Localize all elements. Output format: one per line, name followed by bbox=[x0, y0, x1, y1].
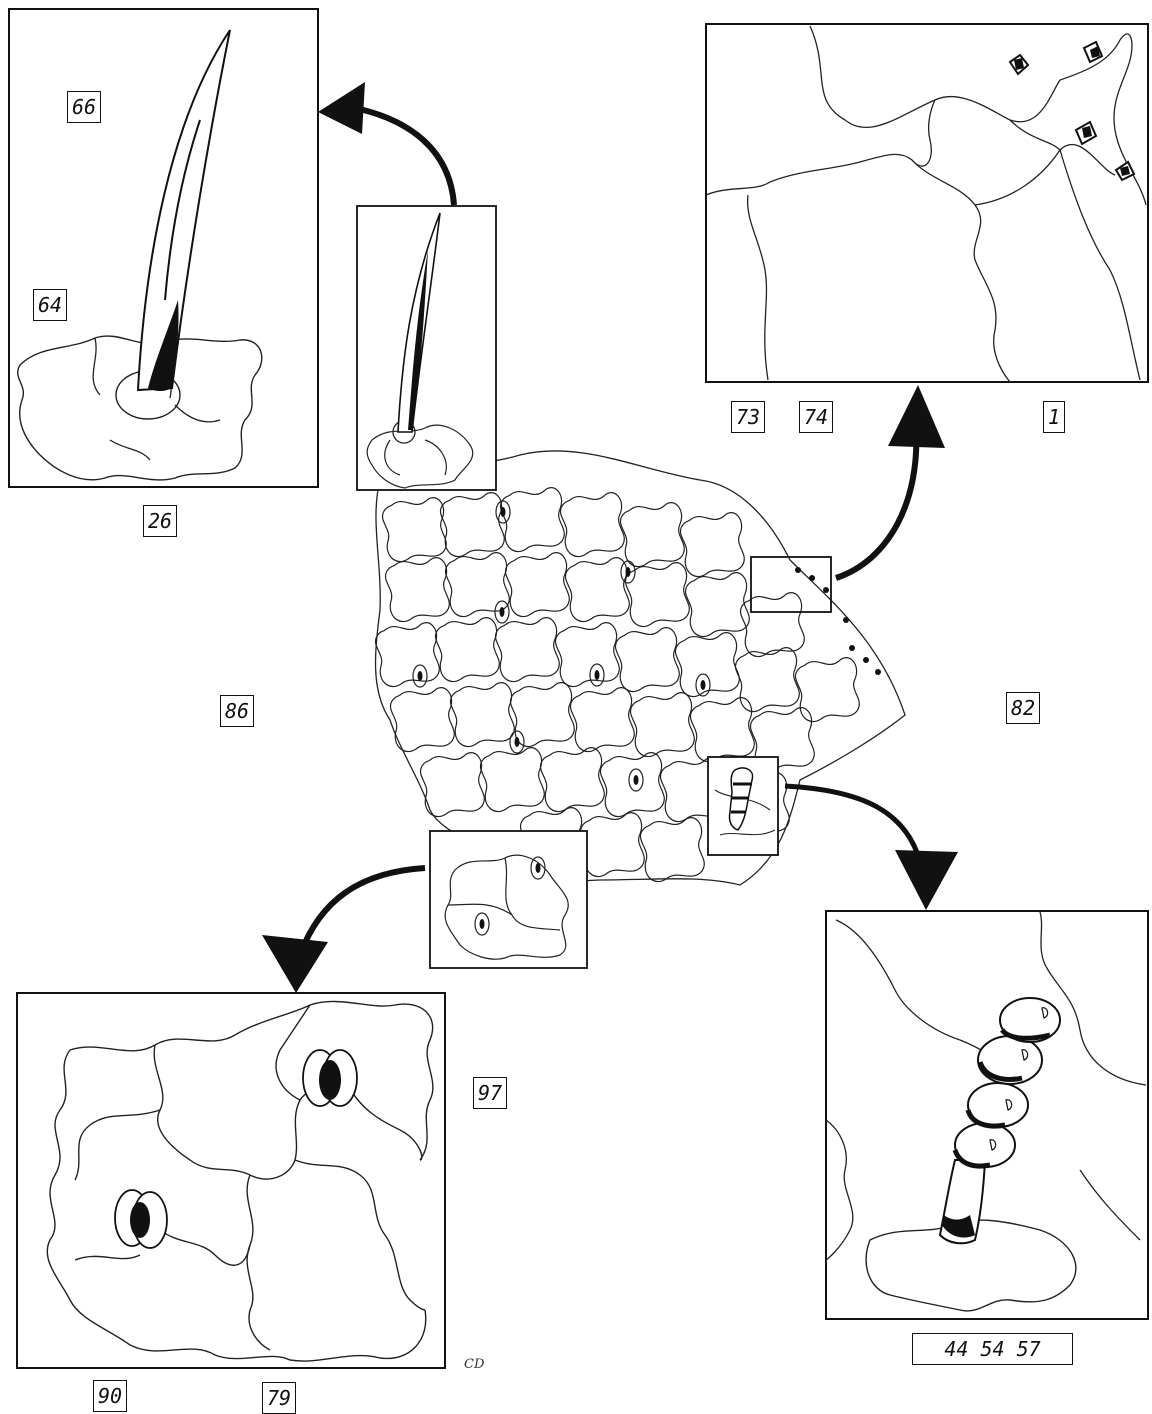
label-79: 79 bbox=[262, 1382, 297, 1414]
label-74: 74 bbox=[799, 401, 834, 433]
detail-box-crystals bbox=[750, 556, 832, 613]
panel-multicellular-hair bbox=[825, 910, 1149, 1320]
label-66: 66 bbox=[67, 91, 102, 123]
signature-mark: CD bbox=[464, 1357, 485, 1372]
panel-stomata bbox=[16, 992, 446, 1369]
stoma-large-upper bbox=[302, 1049, 358, 1107]
label-44-54-57: 44 54 57 bbox=[912, 1333, 1073, 1365]
label-26: 26 bbox=[143, 505, 178, 537]
secretory-dots bbox=[795, 567, 881, 675]
panel-unicellular-hair bbox=[8, 8, 319, 488]
label-64: 64 bbox=[33, 289, 68, 321]
detail-box-multicellular-hair bbox=[707, 756, 779, 856]
panel-crystals bbox=[705, 23, 1149, 383]
label-1: 1 bbox=[1043, 401, 1066, 433]
detail-box-hair bbox=[356, 205, 497, 491]
central-epidermis-tissue bbox=[374, 450, 906, 886]
arrow-to-crystals bbox=[835, 385, 945, 581]
label-73: 73 bbox=[731, 401, 766, 433]
crystal-icons bbox=[1008, 40, 1136, 182]
label-97: 97 bbox=[473, 1077, 508, 1109]
stoma-large-lower bbox=[114, 1189, 168, 1249]
label-90: 90 bbox=[93, 1380, 128, 1412]
detail-box-stomata bbox=[429, 830, 588, 969]
label-82: 82 bbox=[1006, 692, 1041, 724]
cell-grid bbox=[374, 487, 860, 883]
arrow-to-unicellular-hair bbox=[318, 82, 457, 206]
stomata-group bbox=[412, 500, 711, 792]
label-86: 86 bbox=[220, 695, 255, 727]
arrow-to-stomata bbox=[262, 865, 426, 993]
arrow-to-multicellular-hair bbox=[784, 783, 958, 910]
